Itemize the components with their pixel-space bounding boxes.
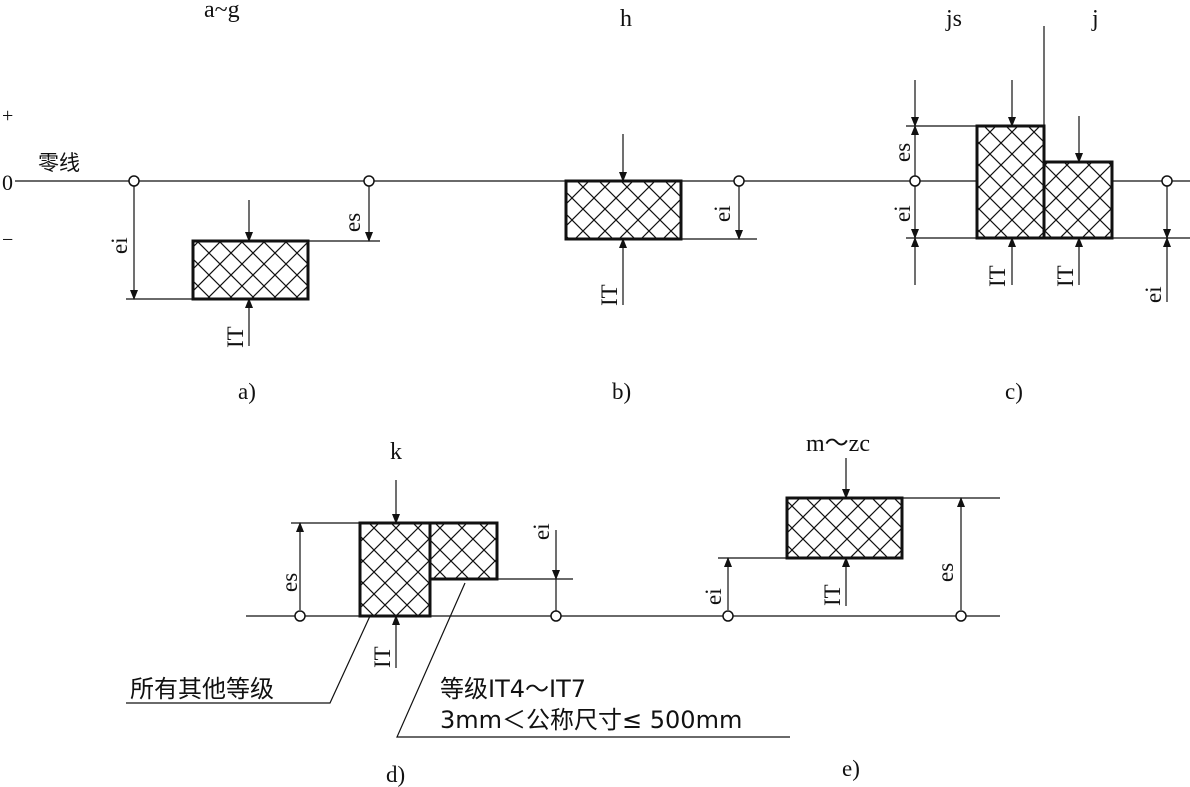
group-c: js j es ei ei IT IT c) [890, 6, 1190, 404]
es-label: es [890, 143, 915, 162]
it-label: IT [985, 265, 1010, 287]
node [733, 175, 745, 187]
group-d-title: k [390, 439, 402, 465]
zero-sign: 0 [2, 170, 13, 195]
ei-label: ei [701, 588, 726, 605]
zero-line-label: 零线 [38, 151, 80, 175]
node [955, 610, 967, 622]
it-label: IT [370, 646, 395, 668]
group-b-title: h [620, 6, 632, 32]
tolerance-box [191, 239, 310, 301]
es-label: es [277, 573, 302, 592]
node [294, 610, 306, 622]
group-a: a~g ei es IT a) [107, 0, 380, 404]
node [128, 175, 140, 187]
note-grade-range: 等级IT4～IT7 [440, 675, 586, 703]
ei-label: ei [1141, 286, 1166, 303]
group-a-caption: a) [238, 379, 256, 404]
plus-sign: + [2, 105, 13, 127]
note-size-range: 3mm＜公称尺寸≤ 500mm [440, 706, 742, 734]
group-e-caption: e) [842, 756, 860, 781]
ei-label: ei [710, 205, 735, 222]
node [363, 175, 375, 187]
minus-sign: − [2, 229, 13, 251]
group-c-caption: c) [1005, 379, 1023, 404]
tolerance-box [564, 179, 683, 241]
tolerance-box-j [1042, 160, 1114, 240]
node [550, 610, 562, 622]
group-e-title: m～zc [806, 431, 870, 457]
it-label: IT [1053, 265, 1078, 287]
group-b-caption: b) [612, 379, 631, 404]
node [1161, 175, 1173, 187]
it-label: IT [223, 326, 248, 348]
group-d-caption: d) [386, 762, 405, 787]
group-e: m～zc ei es IT e) [701, 431, 1000, 781]
ei-label: ei [107, 237, 132, 254]
ei-label: ei [529, 523, 554, 540]
it-label: IT [597, 284, 622, 306]
es-label: es [933, 563, 958, 582]
note-all-other-grades: 所有其他等级 [130, 675, 274, 703]
group-d: k es ei IT 所有其他等级 等级IT4～IT7 3mm＜公称尺寸≤ 50… [126, 439, 790, 787]
tolerance-box-other [358, 521, 432, 618]
group-a-title: a~g [204, 0, 240, 23]
group-c-title-j: j [1091, 6, 1099, 32]
node [909, 175, 921, 187]
node [722, 610, 734, 622]
tolerance-box-js [975, 124, 1046, 240]
it-label: IT [820, 584, 845, 606]
group-c-title-js: js [945, 6, 962, 32]
tolerance-box [785, 496, 904, 560]
group-b: h ei IT b) [564, 6, 757, 404]
tolerance-box-it4-7 [428, 521, 499, 581]
ei-label: ei [890, 205, 915, 222]
es-label: es [340, 213, 365, 232]
